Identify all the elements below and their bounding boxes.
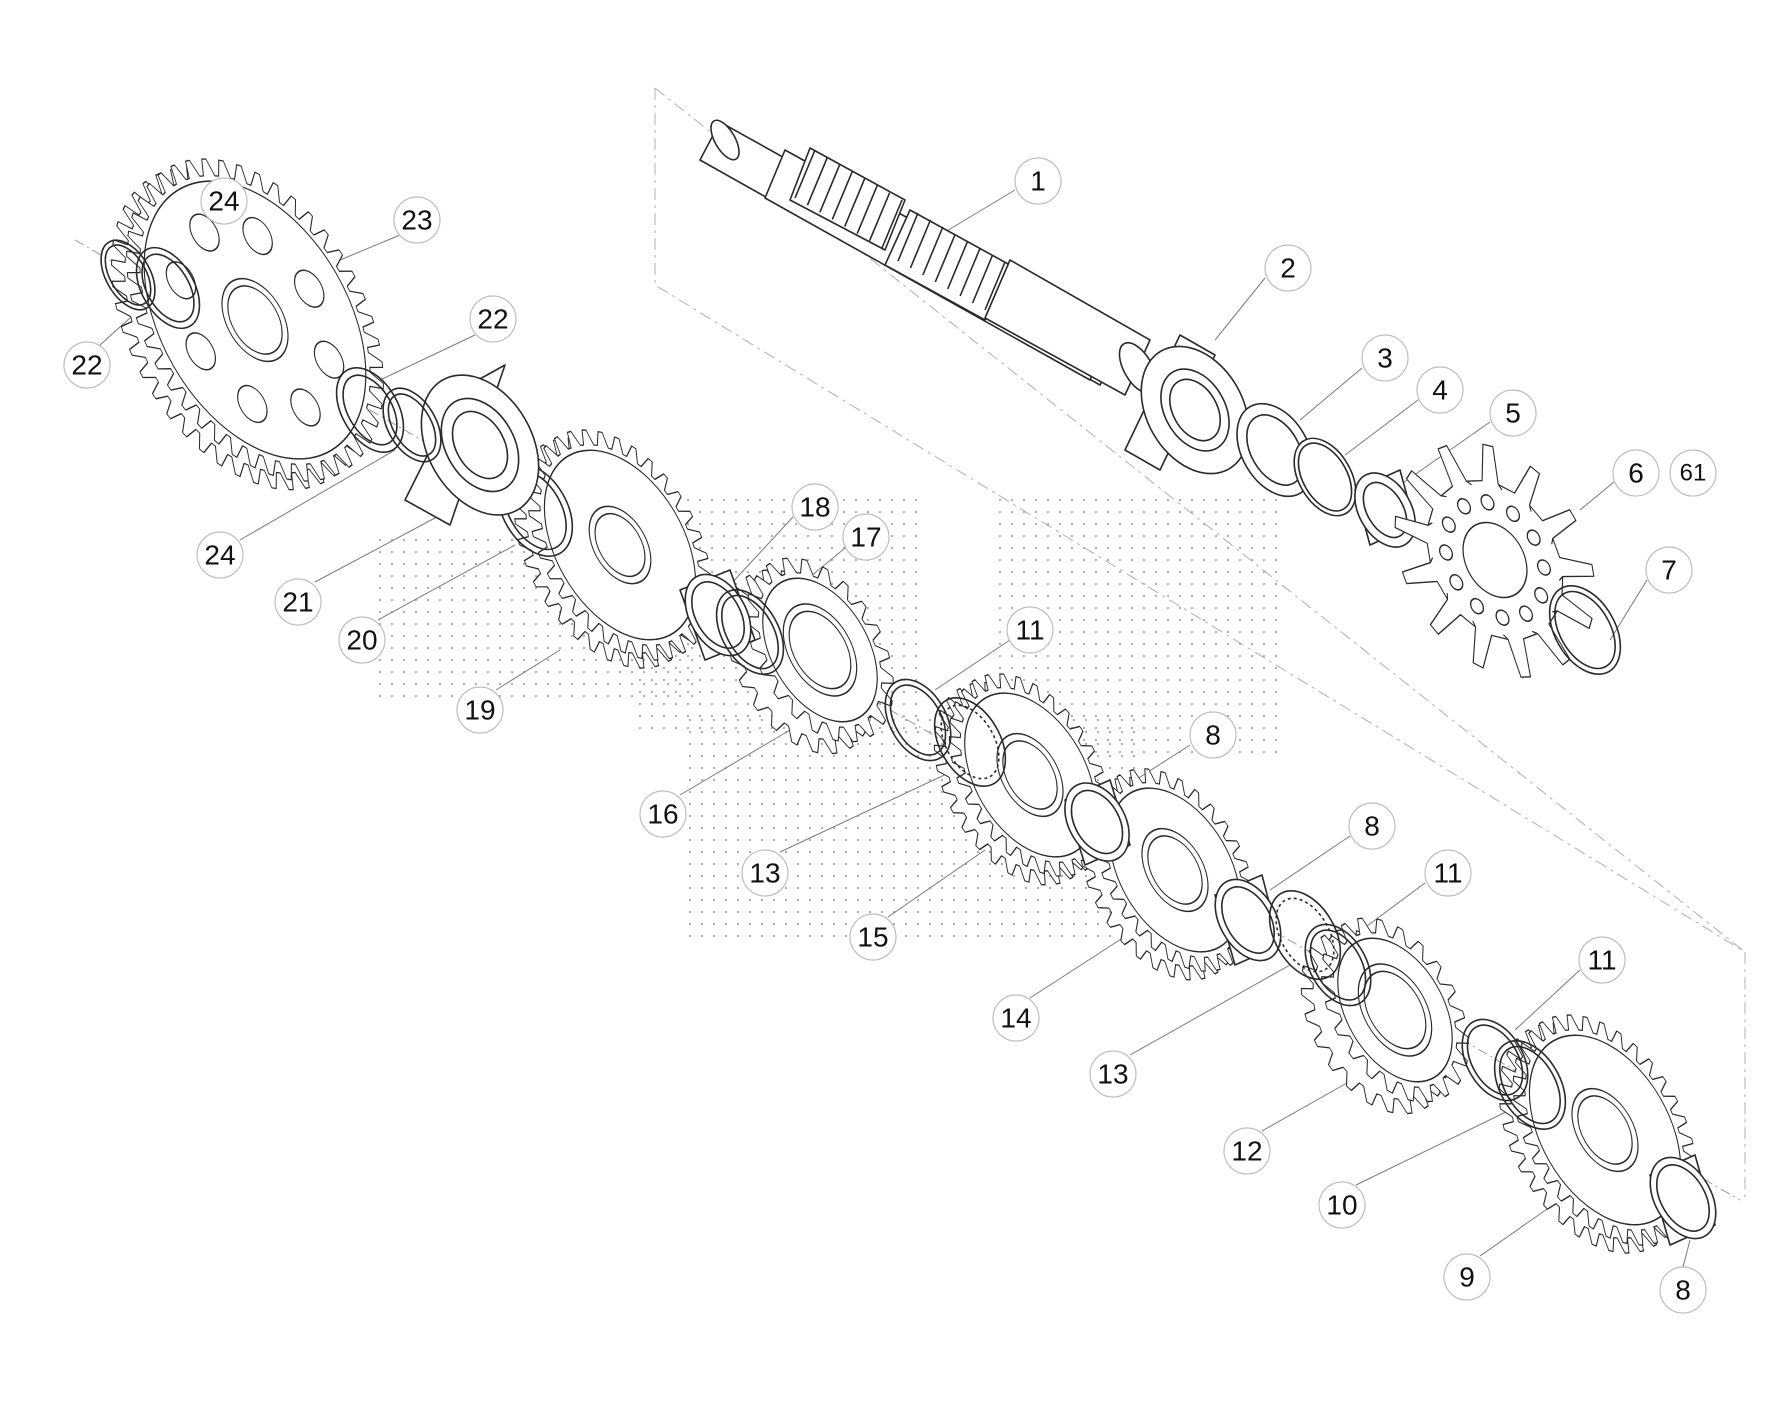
callout-11-b[interactable]: 11	[1424, 849, 1472, 897]
callout-5[interactable]: 5	[1489, 389, 1537, 437]
main-shaft	[699, 119, 1158, 396]
svg-text:23: 23	[401, 205, 432, 236]
svg-text:11: 11	[1433, 858, 1462, 889]
callout-9[interactable]: 9	[1443, 1253, 1491, 1301]
callout-3[interactable]: 3	[1361, 334, 1409, 382]
callout-23[interactable]: 23	[393, 196, 441, 244]
svg-text:9: 9	[1459, 1262, 1475, 1293]
callout-19[interactable]: 19	[456, 686, 504, 734]
circlip-11b	[1304, 923, 1372, 1007]
callout-22-b[interactable]: 22	[469, 295, 517, 343]
callout-17[interactable]: 17	[842, 513, 890, 561]
ring-4	[1293, 437, 1357, 517]
callout-6[interactable]: 6	[1612, 449, 1660, 497]
callout-20[interactable]: 20	[338, 616, 386, 664]
callout-2[interactable]: 2	[1264, 244, 1312, 292]
svg-text:17: 17	[850, 522, 881, 553]
bushing-18	[679, 569, 756, 661]
svg-text:61: 61	[1680, 460, 1707, 487]
svg-text:11: 11	[1587, 945, 1616, 976]
callout-16[interactable]: 16	[639, 790, 687, 838]
washer-10	[1493, 1040, 1567, 1130]
svg-text:10: 10	[1326, 1190, 1357, 1221]
callout-11-c[interactable]: 11	[1578, 936, 1626, 984]
svg-text:8: 8	[1205, 720, 1221, 751]
callout-12[interactable]: 12	[1223, 1127, 1271, 1175]
svg-text:19: 19	[464, 695, 495, 726]
circlip-24a	[100, 239, 156, 311]
gear-12	[1300, 917, 1469, 1115]
gear-16	[725, 557, 894, 755]
callout-14[interactable]: 14	[992, 994, 1040, 1042]
washer-13a	[933, 697, 1007, 787]
svg-text:11: 11	[1015, 615, 1044, 646]
callout-7[interactable]: 7	[1645, 546, 1693, 594]
sprocket-6	[1394, 443, 1595, 678]
svg-text:15: 15	[857, 922, 888, 953]
svg-text:22: 22	[71, 350, 102, 381]
callout-13-a[interactable]: 13	[741, 849, 789, 897]
callout-21[interactable]: 21	[274, 578, 322, 626]
callout-18[interactable]: 18	[791, 483, 839, 531]
callout-11-a[interactable]: 11	[1006, 606, 1054, 654]
callout-8-c[interactable]: 8	[1659, 1266, 1707, 1314]
svg-text:24: 24	[204, 540, 235, 571]
svg-text:8: 8	[1364, 811, 1380, 842]
callout-1[interactable]: 1	[1014, 157, 1062, 205]
svg-text:22: 22	[477, 304, 508, 335]
svg-text:4: 4	[1432, 375, 1448, 406]
svg-text:21: 21	[282, 587, 313, 618]
callout-22-a[interactable]: 22	[63, 341, 111, 389]
callout-24-a[interactable]: 24	[200, 177, 248, 225]
svg-text:1: 1	[1030, 166, 1046, 197]
svg-text:5: 5	[1505, 398, 1521, 429]
callout-8-a[interactable]: 8	[1189, 711, 1237, 759]
svg-text:16: 16	[647, 799, 678, 830]
callout-61[interactable]: 61	[1669, 449, 1717, 497]
callout-24-b[interactable]: 24	[196, 531, 244, 579]
washer-13b	[1268, 890, 1342, 980]
svg-text:2: 2	[1280, 253, 1296, 284]
svg-text:12: 12	[1231, 1136, 1262, 1167]
callout-15[interactable]: 15	[849, 913, 897, 961]
callout-8-b[interactable]: 8	[1348, 802, 1396, 850]
gear-set	[111, 158, 1698, 1254]
svg-text:3: 3	[1377, 343, 1393, 374]
washer-22b	[335, 366, 405, 454]
ring-3	[1236, 402, 1314, 498]
bearing-21	[404, 364, 540, 526]
bushing-8c	[1649, 1154, 1717, 1246]
bearing-2	[1124, 334, 1250, 475]
svg-text:7: 7	[1661, 555, 1677, 586]
svg-text:14: 14	[1000, 1003, 1031, 1034]
circlip-7	[1548, 585, 1622, 675]
svg-text:8: 8	[1675, 1275, 1691, 1306]
gear-19	[513, 429, 713, 669]
bushing-8b	[1214, 874, 1282, 966]
svg-text:24: 24	[208, 186, 239, 217]
callout-4[interactable]: 4	[1416, 366, 1464, 414]
svg-text:13: 13	[749, 858, 780, 889]
washer-17	[715, 588, 785, 676]
svg-text:13: 13	[1097, 1059, 1128, 1090]
callout-10[interactable]: 10	[1318, 1181, 1366, 1229]
gear-23	[111, 158, 384, 491]
svg-text:20: 20	[346, 625, 377, 656]
svg-text:18: 18	[799, 492, 830, 523]
svg-text:6: 6	[1628, 458, 1644, 489]
callouts: 1 2 3 4 5 6 61 7 8 8 8 9 10 11 11 11 12 …	[63, 157, 1717, 1314]
callout-13-b[interactable]: 13	[1089, 1050, 1137, 1098]
bushing-8a	[1064, 779, 1131, 866]
